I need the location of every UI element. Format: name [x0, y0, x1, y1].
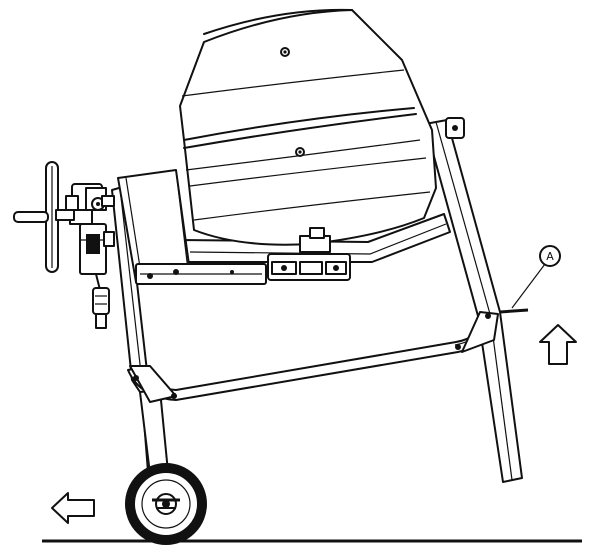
- power-plug: [92, 273, 110, 329]
- switch-box: [79, 223, 115, 275]
- callout-a: A: [511, 245, 561, 309]
- arrow-left-icon: [51, 492, 95, 524]
- lower-frame: [127, 311, 499, 403]
- handwheel: [13, 161, 75, 273]
- pin-rod: [499, 308, 529, 314]
- wheel: [125, 463, 207, 545]
- arrow-up-icon: [539, 324, 577, 365]
- callout-a-label: A: [546, 250, 554, 263]
- right-leg: [424, 117, 523, 483]
- drive-assembly: [267, 227, 351, 281]
- drum: [179, 8, 437, 246]
- motor-housing: [117, 169, 267, 285]
